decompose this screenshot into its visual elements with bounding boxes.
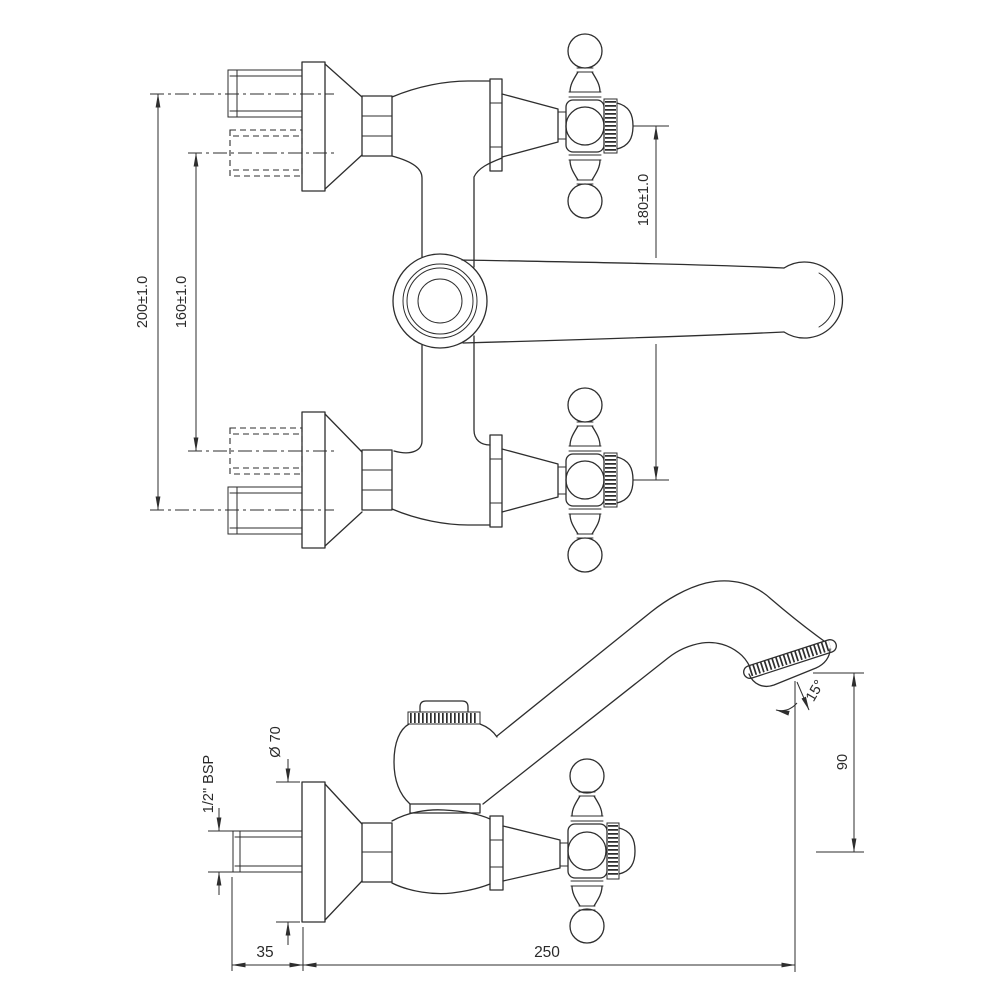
side-valve-body (391, 809, 569, 895)
dimension-180: 180±1.0 (633, 125, 669, 481)
handle-ball (567, 387, 603, 423)
handle-ball (567, 537, 603, 573)
dim-label-200: 200±1.0 (135, 276, 151, 328)
side-cross-handle (567, 758, 636, 944)
dimension-dia70: Ø 70 (268, 726, 300, 945)
body-tube (391, 155, 503, 454)
handle-ball (569, 758, 605, 794)
dim-label-35: 35 (256, 944, 273, 961)
knurled-aerator-tip (743, 639, 837, 679)
centerlines (150, 93, 334, 511)
dimension-angle-15: 15° (775, 678, 828, 972)
dimension-90: 90 (813, 672, 864, 853)
dim-label-250: 250 (534, 944, 560, 961)
spout-lever (392, 253, 844, 349)
front-elevation-view: 200±1.0 160±1.0 180±1.0 (135, 33, 844, 573)
knurled-cap-side (606, 822, 620, 880)
dim-label-90: 90 (835, 754, 851, 770)
dimension-35-250: 35 250 (231, 877, 796, 971)
dimension-bsp: 1/2" BSP (201, 755, 233, 895)
dim-label-160: 160±1.0 (174, 276, 190, 328)
swivel-spout (393, 580, 837, 814)
dim-label-bsp: 1/2" BSP (201, 755, 217, 813)
dimension-160: 160±1.0 (174, 152, 199, 452)
side-elevation-view: 1/2" BSP Ø 70 15° 90 35 250 (201, 580, 864, 972)
dim-label-15deg: 15° (803, 678, 828, 705)
handle-ball (567, 33, 603, 69)
dim-label-dia70: Ø 70 (268, 726, 284, 757)
handle-ball (567, 183, 603, 219)
side-wall-inlet (232, 781, 393, 923)
knurled-swivel-ring (407, 711, 481, 725)
dim-label-180: 180±1.0 (636, 174, 652, 226)
upper-wall-inlet (227, 61, 393, 192)
dimension-200: 200±1.0 (135, 93, 161, 511)
knurled-cap-upper (603, 98, 618, 154)
lower-valve-cross-handle (391, 387, 634, 573)
upper-valve-cross-handle (391, 33, 634, 219)
lower-wall-inlet (227, 411, 393, 549)
handle-ball (569, 908, 605, 944)
knurled-cap-lower (603, 452, 618, 508)
